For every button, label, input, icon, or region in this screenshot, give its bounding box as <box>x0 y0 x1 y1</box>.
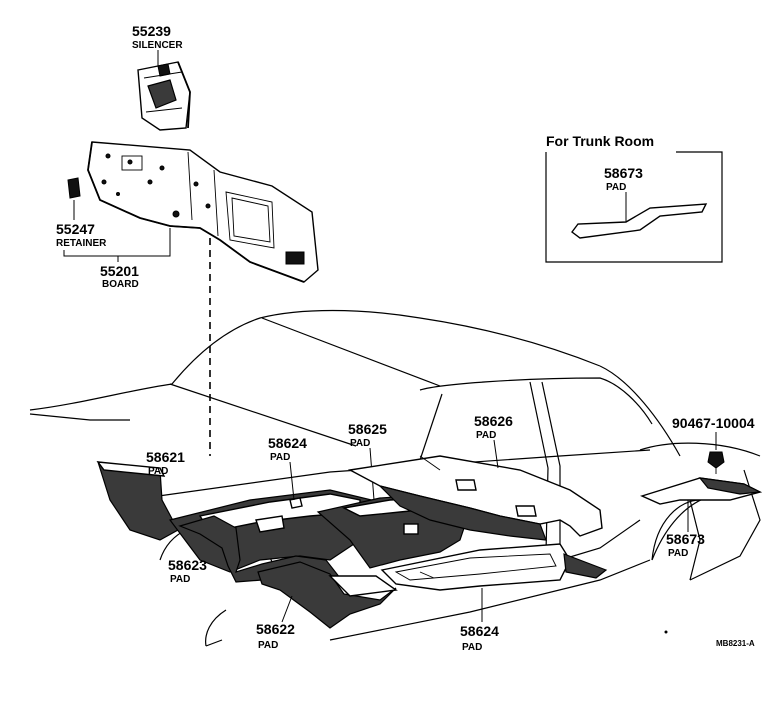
reference-dot <box>664 630 668 634</box>
trunk-pad-part <box>571 203 708 239</box>
label-58673-inset-number: 58673 <box>604 165 643 181</box>
inset-frame <box>545 151 723 263</box>
label-58673-side-number: 58673 <box>666 531 705 547</box>
label-58625-number: 58625 <box>348 421 387 437</box>
label-58621-number: 58621 <box>146 449 185 465</box>
label-55201-name: BOARD <box>102 279 139 290</box>
label-58623-name: PAD <box>170 574 190 585</box>
label-58626-number: 58626 <box>474 413 513 429</box>
trunk-room-inset: For Trunk Room 58673 PAD <box>545 133 723 263</box>
label-58673-inset-name: PAD <box>606 182 626 193</box>
label-55239-name: SILENCER <box>132 40 183 51</box>
leader-58624-top <box>289 461 295 501</box>
label-55247-name: RETAINER <box>56 238 107 249</box>
label-90467-number: 90467-10004 <box>672 415 755 431</box>
pad-58621-part <box>96 461 179 541</box>
label-58626-name: PAD <box>476 430 496 441</box>
label-55239-number: 55239 <box>132 23 171 39</box>
label-58673-side-name: PAD <box>668 548 688 559</box>
label-58624-top-name: PAD <box>270 452 290 463</box>
leader-58626 <box>493 439 499 469</box>
retainer-part <box>67 177 81 199</box>
diagram-code: MB8231-A <box>716 639 755 648</box>
label-58624-bottom-name: PAD <box>462 642 482 653</box>
label-58625-name: PAD <box>350 438 370 449</box>
pad-58673-side-part <box>640 477 763 505</box>
label-55201-number: 55201 <box>100 263 139 279</box>
pad-58624-rear-part <box>380 543 608 591</box>
pad-58626-part <box>347 455 603 541</box>
silencer-part <box>137 61 191 131</box>
inset-title: For Trunk Room <box>546 133 654 149</box>
board-part <box>87 141 319 283</box>
pad-58622-part <box>257 561 398 629</box>
label-58622-number: 58622 <box>256 621 295 637</box>
clip-part <box>707 451 725 474</box>
bracket-55201 <box>63 228 171 257</box>
label-58622-name: PAD <box>258 640 278 651</box>
label-55247-number: 55247 <box>56 221 95 237</box>
leader-58622 <box>281 595 293 623</box>
label-58624-top-number: 58624 <box>268 435 307 451</box>
label-58623-number: 58623 <box>168 557 207 573</box>
label-58621-name: PAD <box>148 466 168 477</box>
label-58624-bottom-number: 58624 <box>460 623 499 639</box>
